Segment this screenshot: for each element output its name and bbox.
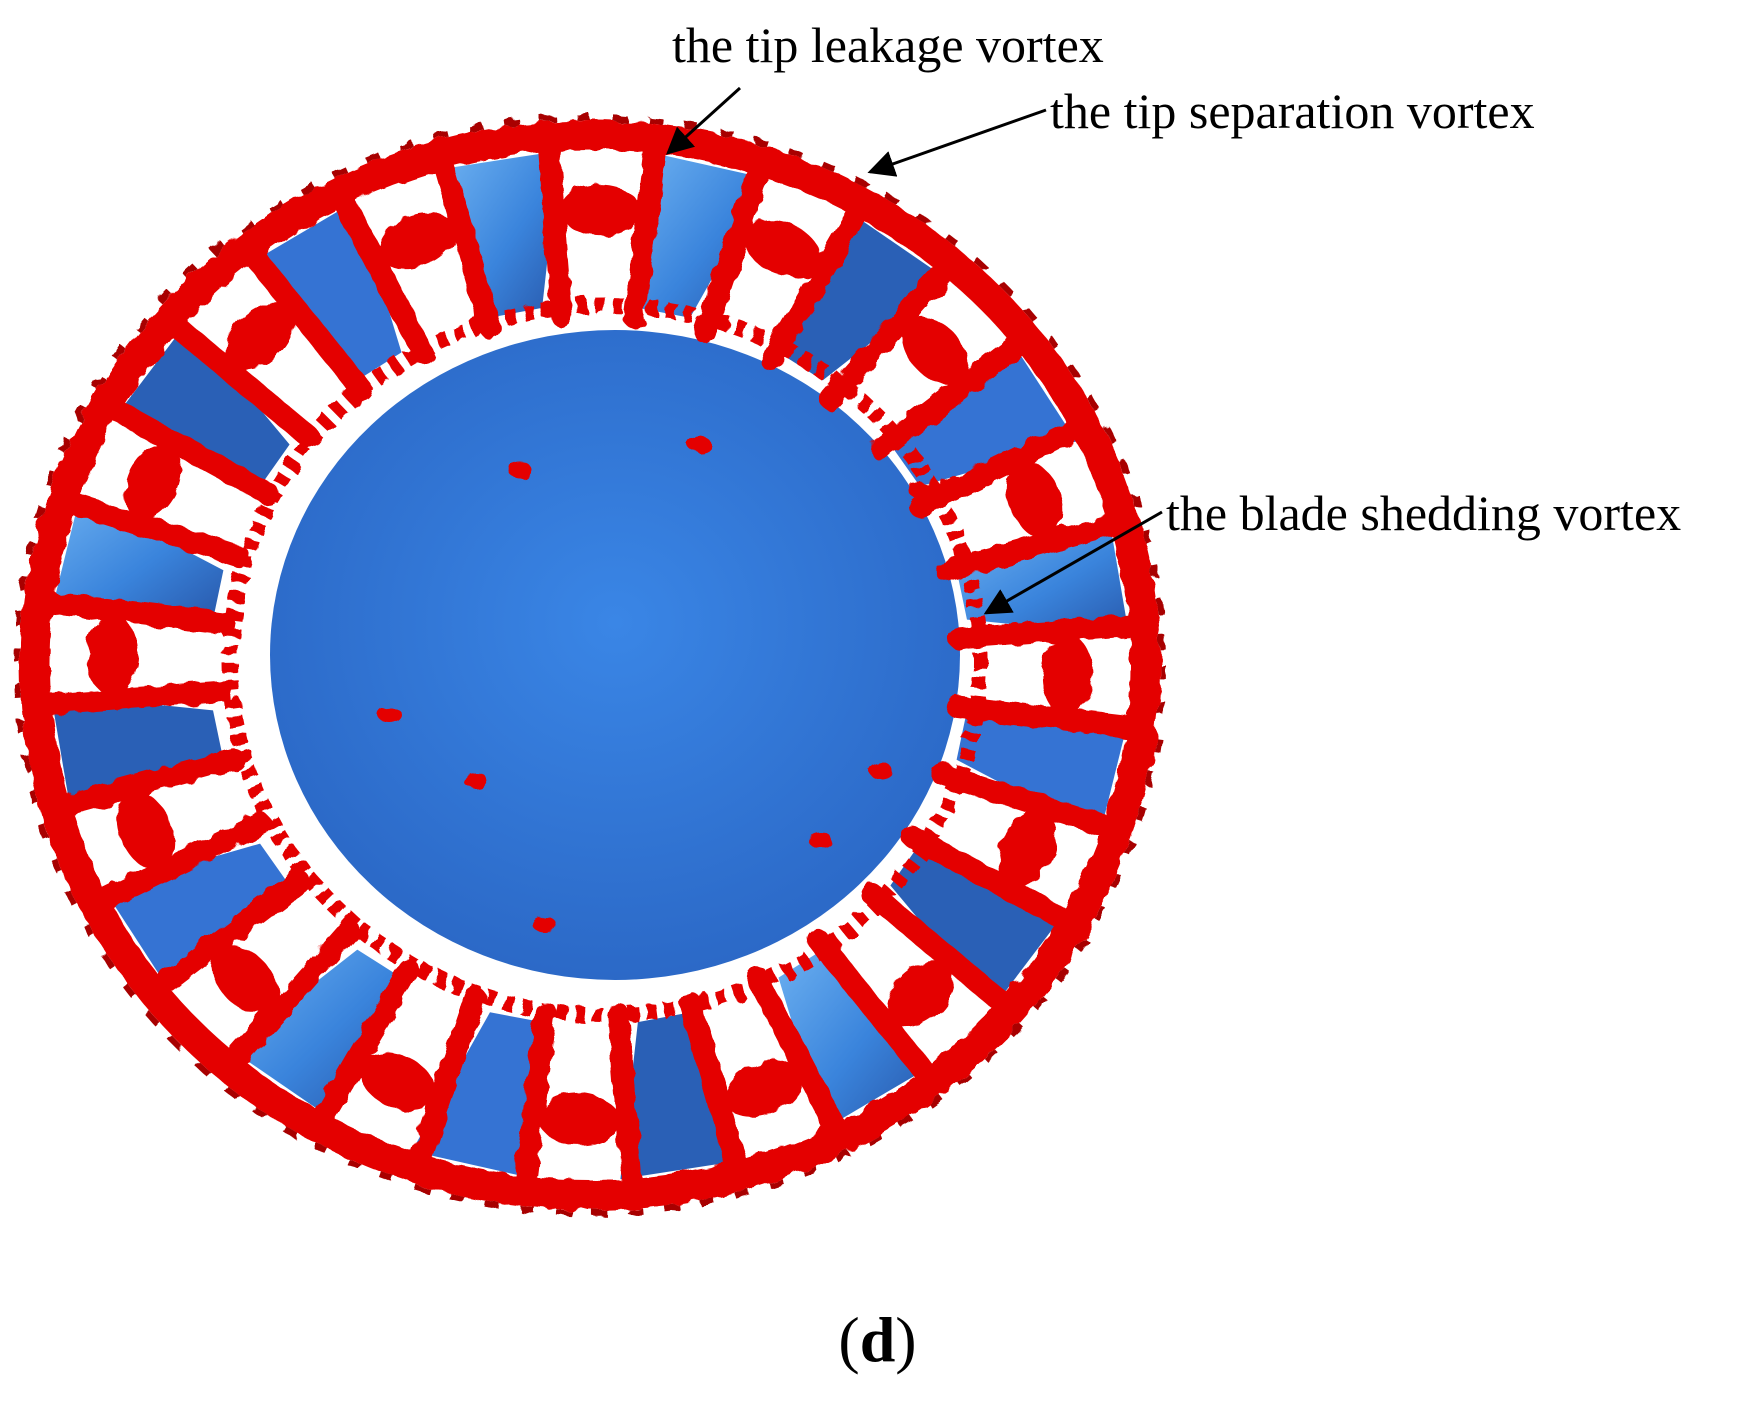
blade-edge-vortex bbox=[328, 181, 434, 364]
blade-edge-vortex bbox=[512, 1001, 557, 1203]
shedding-vortex-blob bbox=[378, 212, 456, 270]
tip-vortex-ring bbox=[20, 120, 1160, 1210]
vortex-fragment bbox=[868, 762, 892, 778]
blade-edge-vortex bbox=[930, 762, 1129, 841]
blade-edge-vortex bbox=[947, 613, 1155, 650]
blade-edge-vortex bbox=[694, 150, 774, 344]
blade-edge-vortex bbox=[819, 251, 963, 411]
blade-surface bbox=[50, 694, 224, 800]
blade-edge-vortex bbox=[27, 590, 234, 635]
panel-label-close: ) bbox=[895, 1304, 917, 1375]
blade-edge-vortex bbox=[807, 929, 944, 1093]
blade-edge-vortex bbox=[901, 825, 1085, 936]
blade-edge-vortex bbox=[95, 394, 279, 505]
shedding-vortex-blob bbox=[359, 1052, 436, 1111]
shedding-vortex-blob bbox=[886, 960, 955, 1028]
blade-edge-vortex bbox=[25, 680, 233, 717]
vortex-fragment bbox=[508, 462, 532, 478]
blade-edge-vortex bbox=[217, 919, 361, 1079]
tip-leakage-vortex-label: the tip leakage vortex bbox=[672, 17, 1104, 73]
blade-surface bbox=[778, 218, 950, 381]
blade-edge-vortex bbox=[44, 748, 245, 819]
blade-edge-vortex bbox=[429, 143, 502, 339]
panel-label: (d) bbox=[0, 1308, 1755, 1372]
shedding-vortex-blob bbox=[1006, 461, 1064, 539]
hub-vortex-ring bbox=[222, 297, 988, 1023]
blade-edge-vortex bbox=[157, 308, 321, 449]
blade-edge-vortex bbox=[760, 192, 874, 372]
panel-label-letter: d bbox=[859, 1304, 896, 1375]
shedding-vortex-blob bbox=[744, 219, 821, 278]
blade-edge-vortex bbox=[746, 966, 852, 1149]
blade-edge-vortex bbox=[859, 881, 1023, 1022]
blade-edge-vortex bbox=[51, 489, 250, 568]
blade-edge-vortex bbox=[406, 986, 486, 1180]
blade-edge-vortex bbox=[909, 414, 1097, 518]
blade-surface bbox=[411, 1012, 542, 1176]
shedding-vortex-blob bbox=[1041, 634, 1094, 715]
shedding-vortex-blob bbox=[116, 791, 174, 869]
vortex-fragment bbox=[908, 482, 932, 498]
blade-shedding-vortex-label: the blade shedding vortex bbox=[1166, 485, 1682, 541]
blade-surface bbox=[638, 154, 769, 318]
vortex-fragment bbox=[688, 437, 712, 453]
shedding-vortex-blob bbox=[998, 810, 1056, 887]
vortex-fragment bbox=[808, 832, 832, 848]
blade-surface bbox=[620, 1012, 732, 1180]
blade-surface bbox=[121, 321, 290, 486]
blade-surface bbox=[54, 495, 224, 620]
shedding-vortex-blob bbox=[225, 302, 294, 370]
shedding-vortex-blob bbox=[86, 615, 139, 696]
blade-edge-vortex bbox=[306, 958, 420, 1138]
blade-surface bbox=[956, 710, 1126, 835]
vortex-structures bbox=[14, 114, 1166, 1216]
shedding-vortex-blob bbox=[211, 945, 279, 1014]
blade-edge-vortex bbox=[623, 127, 668, 329]
vortex-fragment bbox=[533, 917, 557, 933]
blade-edge-vortex bbox=[236, 237, 373, 401]
blade-edge-vortex bbox=[142, 870, 310, 1004]
tip-separation-ring bbox=[14, 114, 1166, 1216]
vortex-fragment bbox=[378, 707, 402, 723]
blade-edge-vortex bbox=[870, 326, 1038, 460]
shedding-vortex-blob bbox=[724, 1060, 802, 1118]
blade-surface bbox=[230, 949, 402, 1112]
panel-label-open: ( bbox=[838, 1304, 860, 1375]
leakage-arrow bbox=[665, 86, 742, 155]
blade-edge-vortex bbox=[946, 695, 1153, 740]
blade-surface bbox=[448, 150, 560, 318]
shedding-arrow bbox=[983, 510, 1163, 615]
hub-disc bbox=[270, 330, 960, 980]
shedding-vortex-blob bbox=[539, 1093, 620, 1146]
shedding-vortex-blob bbox=[560, 184, 641, 237]
shedding-vortex-blob bbox=[124, 443, 182, 520]
separation-arrow bbox=[867, 108, 1047, 177]
blade-edge-vortex bbox=[935, 511, 1136, 582]
blade-surface bbox=[890, 844, 1059, 1009]
vortex-fragment bbox=[463, 772, 487, 788]
shedding-vortex-blob bbox=[901, 316, 969, 385]
blade-edge-vortex bbox=[607, 1002, 644, 1205]
tip-separation-vortex-label: the tip separation vortex bbox=[1050, 83, 1535, 139]
blade-edge-vortex bbox=[678, 991, 751, 1187]
blade-edge-vortex bbox=[83, 812, 271, 916]
blade-edge-vortex bbox=[536, 125, 573, 328]
